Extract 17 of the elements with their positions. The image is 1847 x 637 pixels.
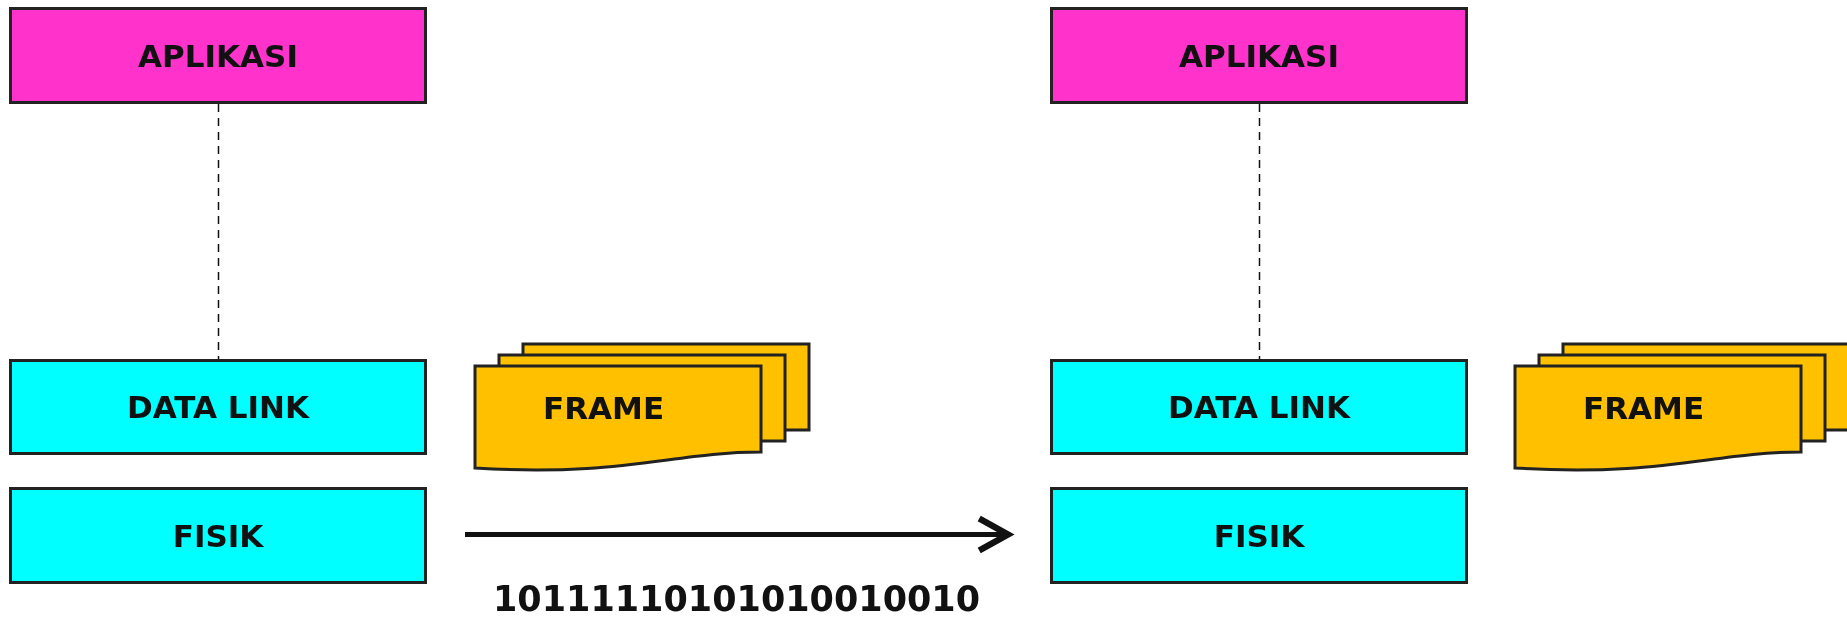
layer-label: APLIKASI bbox=[1179, 37, 1339, 74]
layer-label: APLIKASI bbox=[138, 37, 298, 74]
layer-box bbox=[9, 359, 427, 455]
layer-box bbox=[1050, 359, 1468, 455]
layer-box bbox=[1050, 7, 1468, 104]
layer-label: DATA LINK bbox=[1167, 389, 1351, 425]
layer-label: FISIK bbox=[1213, 517, 1305, 554]
layer-box bbox=[9, 7, 427, 104]
frame-label: FRAME bbox=[1583, 390, 1705, 426]
layer-label: FISIK bbox=[172, 517, 264, 554]
layer-label: DATA LINK bbox=[126, 389, 310, 425]
frame-label: FRAME bbox=[543, 390, 665, 426]
dashed-line bbox=[217, 103, 220, 360]
dashed-line bbox=[1258, 103, 1261, 360]
layer-box bbox=[9, 487, 427, 584]
arrow bbox=[465, 515, 1012, 554]
layer-box bbox=[1050, 487, 1468, 584]
